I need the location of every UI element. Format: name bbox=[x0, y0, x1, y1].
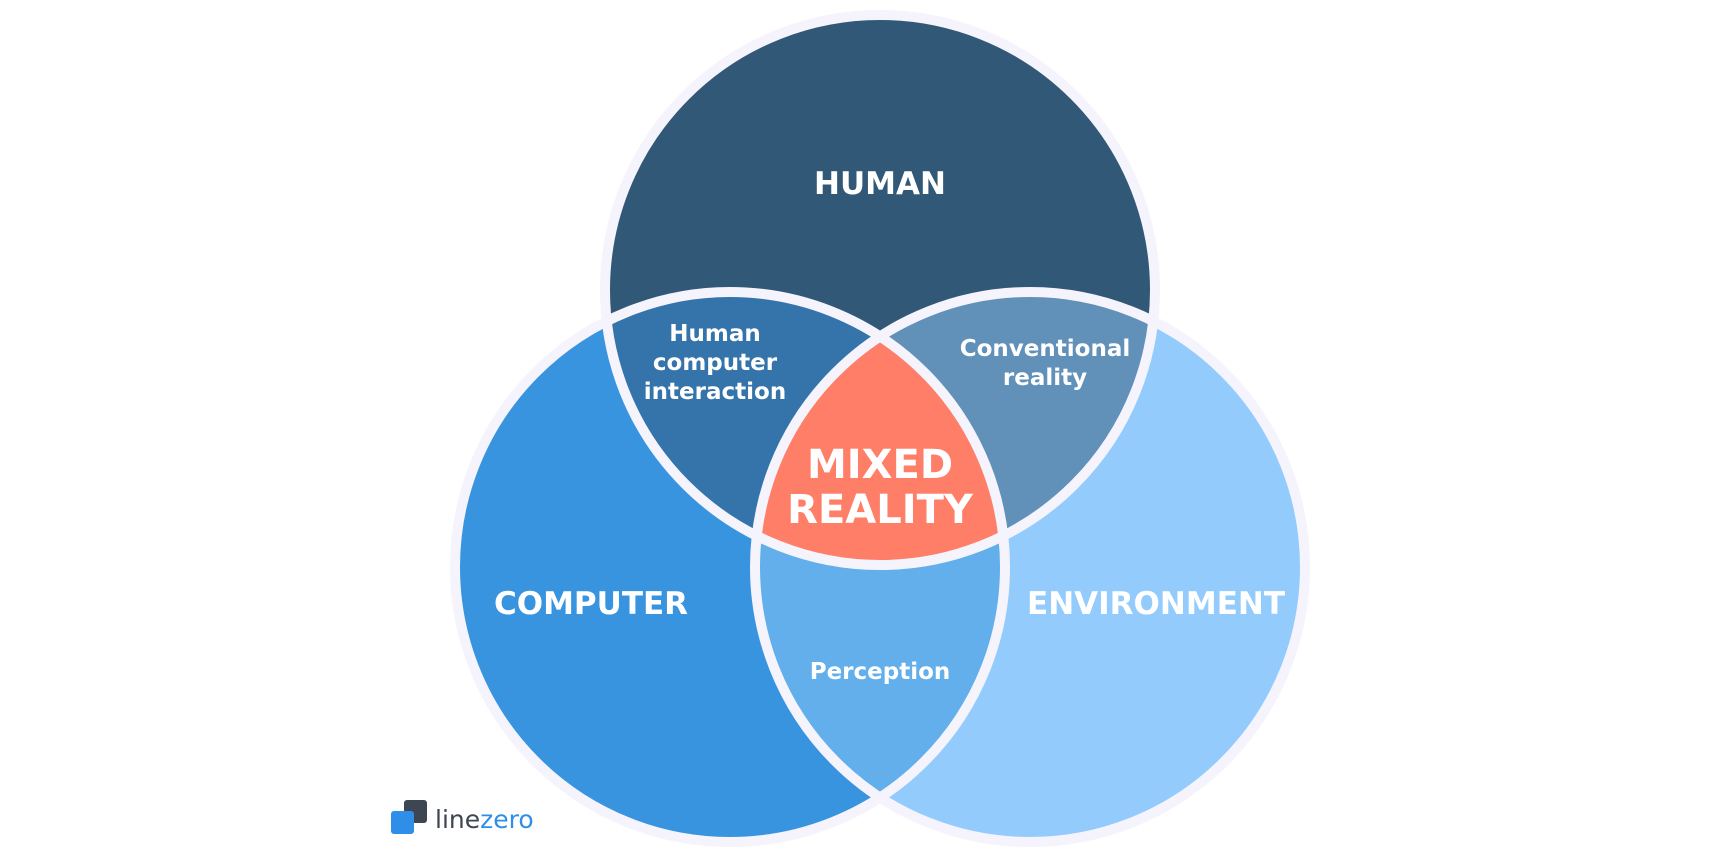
label-computer: COMPUTER bbox=[494, 586, 688, 622]
label-environment: ENVIRONMENT bbox=[1027, 586, 1285, 622]
circle-outlines bbox=[450, 10, 1310, 847]
label-reality: REALITY bbox=[787, 487, 974, 533]
linezero-logo: linezero bbox=[391, 800, 534, 834]
logo-text: linezero bbox=[435, 805, 534, 834]
label-perception: Perception bbox=[810, 659, 951, 685]
label-conventional-reality-line2: reality bbox=[1003, 365, 1087, 391]
label-mixed: MIXED bbox=[807, 442, 953, 488]
label-human-computer-line1: Human bbox=[669, 321, 760, 347]
label-human-computer-line3: interaction bbox=[644, 379, 786, 405]
region-mixed-reality bbox=[755, 292, 1005, 565]
linezero-logo-icon bbox=[391, 800, 427, 834]
label-human: HUMAN bbox=[814, 166, 946, 202]
logo-text-line: line bbox=[435, 805, 480, 834]
label-conventional-reality-line1: Conventional bbox=[960, 336, 1130, 362]
logo-text-zero: zero bbox=[480, 805, 534, 834]
label-human-computer-line2: computer bbox=[653, 350, 778, 376]
